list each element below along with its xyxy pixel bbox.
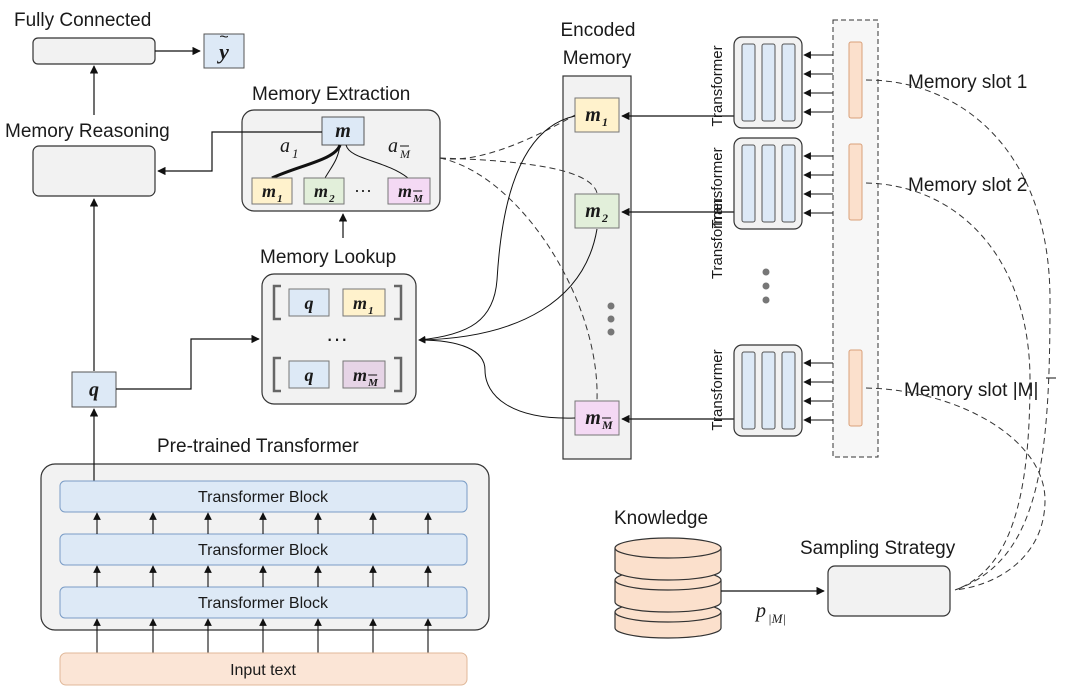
p-symbol: p [754, 600, 766, 622]
transformer-arrows [93, 512, 432, 653]
encoded-mem-1-base: m [585, 104, 601, 126]
slot-bar-3 [848, 349, 863, 427]
memory-reasoning-box [32, 145, 156, 197]
lookup-q-symbol-2: q [305, 365, 314, 385]
extraction-mem-3-base: m [398, 181, 412, 201]
transformer-block-1 [59, 480, 468, 513]
knowledge-database-icon [614, 537, 722, 639]
memory-slot-1-label: Memory slot 1 [908, 72, 1027, 93]
a1-subscript: 1 [292, 146, 299, 161]
q-symbol: q [89, 379, 99, 401]
encoded-label-line2: Memory [563, 48, 632, 69]
encoded-mem-1-subscript: 1 [602, 115, 608, 129]
extraction-mem-1-subscript: 1 [277, 193, 283, 205]
input-text-box [59, 652, 468, 686]
encoded-mem-2 [574, 193, 620, 229]
encoded-mem-3 [574, 400, 620, 436]
am-subscript: M [399, 147, 411, 161]
encoded-mem-3-base: m [585, 407, 601, 429]
transformer-rot-label-2: Transformer [709, 147, 726, 228]
sampling-strategy-box [827, 565, 951, 617]
m-symbol: m [335, 120, 351, 142]
knowledge-label: Knowledge [614, 508, 708, 529]
extraction-mem-1 [251, 177, 293, 205]
encoded-mem-2-base: m [585, 200, 601, 222]
am-symbol: a [388, 135, 398, 157]
transformer-rot-label-3: Transformer [709, 349, 726, 430]
memory-reasoning-label: Memory Reasoning [5, 121, 170, 142]
extraction-to-reasoning-arrow [157, 131, 322, 176]
transformer-rot-label-1: Transformer [709, 45, 726, 126]
encoded-mem-2-subscript: 2 [601, 211, 608, 225]
extraction-mem-2-subscript: 2 [328, 193, 335, 205]
fully-connected-label: Fully Connected [14, 10, 151, 31]
lookup-m-1-base: m [353, 293, 367, 313]
memory-extraction-label: Memory Extraction [252, 84, 410, 105]
transformer-block-label-3: Transformer Block [198, 595, 329, 612]
encoded-label-line1: Encoded [560, 20, 635, 41]
encoded-mem-3-subscript: M [601, 418, 613, 432]
transformer-stacks [733, 36, 850, 437]
lookup-ellipsis: ··· [326, 326, 348, 351]
lookup-m-1-subscript: 1 [368, 305, 374, 317]
extraction-mem-2 [303, 177, 345, 205]
a1-symbol: a [280, 135, 290, 157]
slot-bar-1 [848, 41, 863, 119]
sampling-strategy-label: Sampling Strategy [800, 538, 956, 559]
extraction-mem-3 [387, 177, 431, 205]
transformer-rot-label-4: Transformer [709, 198, 726, 279]
lookup-m-1 [342, 288, 386, 317]
memory-slot-2-label: Memory slot 2 [908, 175, 1027, 196]
p-subscript: |M| [768, 611, 786, 626]
lookup-m-2-base: m [353, 365, 367, 385]
extraction-mem-2-base: m [314, 181, 328, 201]
transformer-block-label-2: Transformer Block [198, 542, 329, 559]
y-tilde-symbol: y [216, 39, 229, 64]
q-to-lookup-arrow [116, 334, 260, 390]
extraction-mem-1-base: m [262, 181, 276, 201]
y-tilde-box [203, 33, 245, 69]
fully-connected-box [32, 37, 156, 65]
memory-slot-m-label: Memory slot |M| [904, 380, 1038, 401]
transformer-block-label-1: Transformer Block [198, 489, 329, 506]
slot-bars [848, 41, 863, 427]
pretrained-transformer-label: Pre-trained Transformer [157, 436, 359, 457]
encoded-memory-column [562, 75, 632, 460]
lookup-m-2-subscript: M [367, 377, 379, 389]
m-query-box [321, 116, 365, 146]
lookup-q-1 [288, 288, 330, 317]
y-tilde-mark: ~ [219, 29, 228, 46]
lookup-q-2 [288, 360, 330, 389]
input-text-label: Input text [230, 662, 296, 679]
memory-lookup-label: Memory Lookup [260, 247, 396, 268]
extraction-ellipsis: ··· [354, 180, 372, 200]
lookup-q-symbol-1: q [305, 293, 314, 313]
slot-bar-2 [848, 143, 863, 221]
lookup-m-2 [342, 360, 386, 389]
extraction-mem-3-subscript: M [412, 193, 424, 205]
